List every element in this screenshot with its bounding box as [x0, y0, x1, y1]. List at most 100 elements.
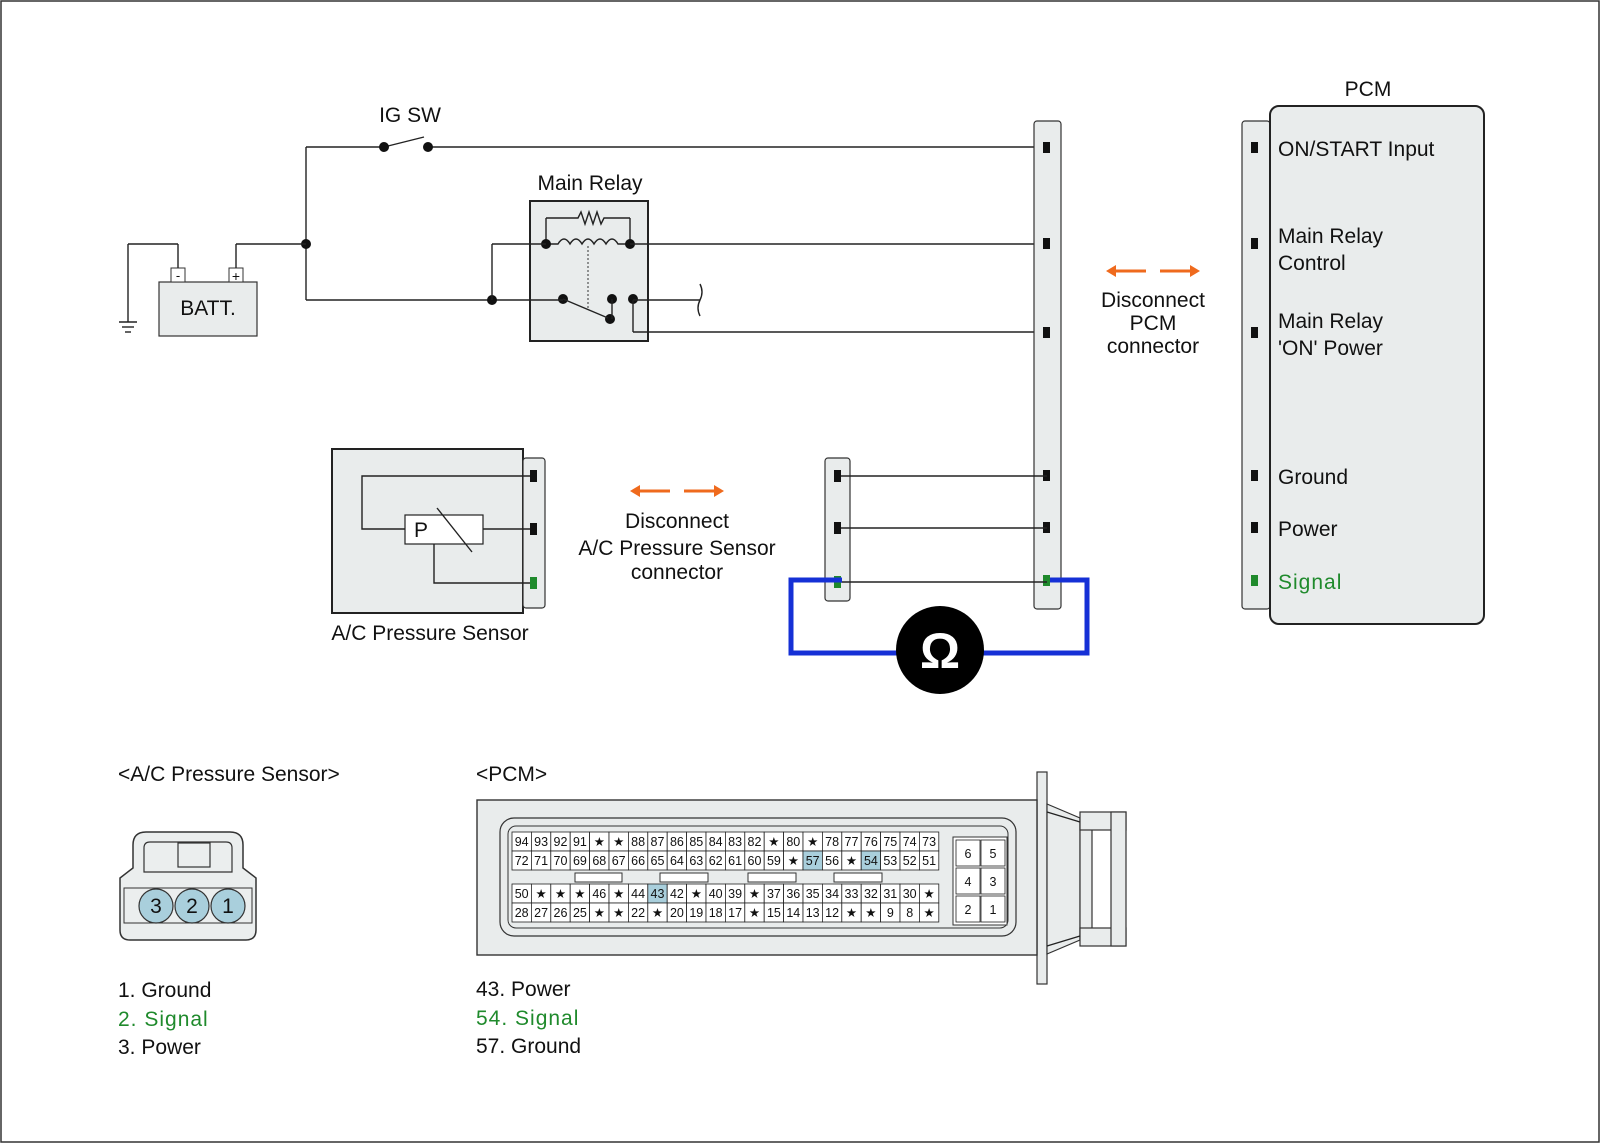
battery: - + BATT. — [158, 267, 258, 337]
sensor-legend-3: 3. Power — [118, 1036, 201, 1059]
pcm-pin-cell — [919, 902, 940, 923]
pcm-pin-number: 28 — [515, 906, 529, 920]
pcm-title: PCM — [1345, 78, 1392, 101]
pcm-pin-number: 65 — [651, 854, 665, 868]
pcm-small-pin-number: 3 — [990, 875, 997, 889]
pcm-pin-number: 80 — [786, 835, 800, 849]
sensor-pin-1: 1 — [222, 895, 234, 918]
sensor-legend-1: 1. Ground — [118, 979, 211, 1002]
pcm-key-slot — [574, 872, 623, 883]
sensor-connector-title: <A/C Pressure Sensor> — [118, 763, 340, 786]
pcm-pin-number: 9 — [887, 906, 894, 920]
pcm-pin-number: 52 — [903, 854, 917, 868]
pcm-pin-number: 33 — [845, 887, 859, 901]
pcm-pin-number: ★ — [613, 835, 624, 849]
pcm-legend-54: 54. Signal — [476, 1007, 579, 1030]
pcm-pin-main-relay-1: Main Relay — [1278, 225, 1384, 248]
pcm-pin-number: 15 — [767, 906, 781, 920]
pcm-pin-number: 94 — [515, 835, 529, 849]
ohmmeter — [788, 577, 1090, 694]
pcm-pin-number: 26 — [554, 906, 568, 920]
pcm-small-pin-cell — [980, 895, 1006, 923]
pcm-pin-number: 19 — [689, 906, 703, 920]
pcm-pin-number: 77 — [845, 835, 859, 849]
battery-pos-label: + — [232, 268, 240, 284]
pcm-pin-number: 54 — [864, 854, 878, 868]
pcm-pin-number: ★ — [574, 887, 585, 901]
disconnect-pcm-line-1: Disconnect — [1101, 289, 1205, 312]
pcm-small-pin-cell — [955, 867, 981, 895]
pcm-pin-number: 25 — [573, 906, 587, 920]
pcm-pin-number: 14 — [786, 906, 800, 920]
pcm-pin-number: ★ — [691, 887, 702, 901]
pcm-pin-number: ★ — [768, 835, 779, 849]
pcm-pin-number: 76 — [864, 835, 878, 849]
pcm-unit — [1241, 105, 1485, 625]
pcm-harness-connector — [1033, 120, 1062, 610]
pcm-pin-cell — [919, 850, 940, 871]
pcm-pin-number: ★ — [749, 906, 760, 920]
pcm-pin-number: 62 — [709, 854, 723, 868]
pcm-small-pin-cell — [955, 895, 981, 923]
pcm-key-slot — [659, 872, 709, 883]
pcm-pin-number: 18 — [709, 906, 723, 920]
sensor-pin-3: 3 — [150, 895, 162, 918]
pcm-pin-number: 51 — [922, 854, 936, 868]
pcm-pin-number: 13 — [806, 906, 820, 920]
pcm-legend-57: 57. Ground — [476, 1035, 581, 1058]
ohm-icon: Ω — [920, 623, 960, 679]
pcm-pin-number: 84 — [709, 835, 723, 849]
pcm-pin-number: ★ — [788, 854, 799, 868]
pcm-pin-number: 75 — [883, 835, 897, 849]
pcm-pin-number: ★ — [594, 906, 605, 920]
pcm-pin-number: ★ — [613, 906, 624, 920]
pcm-pin-number: 39 — [728, 887, 742, 901]
pcm-pin-number: 53 — [883, 854, 897, 868]
disconnect-pcm-arrows — [1106, 265, 1200, 277]
pcm-pin-number: 8 — [906, 906, 913, 920]
pcm-pin-number: 74 — [903, 835, 917, 849]
pcm-connector-title: <PCM> — [476, 763, 547, 786]
pcm-pin-number: 91 — [573, 835, 587, 849]
pcm-pin-number: 27 — [534, 906, 548, 920]
pcm-pin-number: ★ — [923, 887, 934, 901]
pcm-pin-number: ★ — [923, 906, 934, 920]
pcm-pin-number: ★ — [555, 887, 566, 901]
pcm-pin-number: 72 — [515, 854, 529, 868]
pcm-pin-on-power: 'ON' Power — [1278, 337, 1383, 360]
pcm-pin-number: 92 — [554, 835, 568, 849]
pcm-pin-number: ★ — [846, 906, 857, 920]
pcm-pin-number: 82 — [748, 835, 762, 849]
pcm-small-pin-cell — [955, 839, 981, 867]
pcm-pin-number: ★ — [749, 887, 760, 901]
pcm-pin-number: 35 — [806, 887, 820, 901]
pcm-pin-number: 37 — [767, 887, 781, 901]
pcm-pin-number: 17 — [728, 906, 742, 920]
pcm-pin-number: 22 — [631, 906, 645, 920]
pcm-small-pin-number: 2 — [965, 903, 972, 917]
pcm-pin-number: 50 — [515, 887, 529, 901]
pcm-pin-on-start: ON/START Input — [1278, 138, 1435, 161]
pcm-pin-number: ★ — [535, 887, 546, 901]
pcm-pin-number: 59 — [767, 854, 781, 868]
pcm-pin-control: Control — [1278, 252, 1346, 275]
disconnect-sensor-line-2: A/C Pressure Sensor — [578, 537, 775, 560]
pcm-pin-number: 71 — [534, 854, 548, 868]
ig-sw-label: IG SW — [379, 104, 441, 127]
pcm-pin-number: ★ — [865, 906, 876, 920]
pcm-pin-number: 87 — [651, 835, 665, 849]
pcm-pin-signal: Signal — [1278, 571, 1342, 594]
pcm-pin-number: 12 — [825, 906, 839, 920]
disconnect-pcm-line-3: connector — [1107, 335, 1199, 358]
pcm-pin-number: 42 — [670, 887, 684, 901]
battery-neg-label: - — [176, 268, 180, 283]
pcm-pin-number: 83 — [728, 835, 742, 849]
pcm-pin-number: ★ — [807, 835, 818, 849]
pcm-pin-number: 44 — [631, 887, 645, 901]
pcm-pin-number: 20 — [670, 906, 684, 920]
pcm-pin-number: 63 — [689, 854, 703, 868]
pcm-pin-number: 57 — [806, 854, 820, 868]
